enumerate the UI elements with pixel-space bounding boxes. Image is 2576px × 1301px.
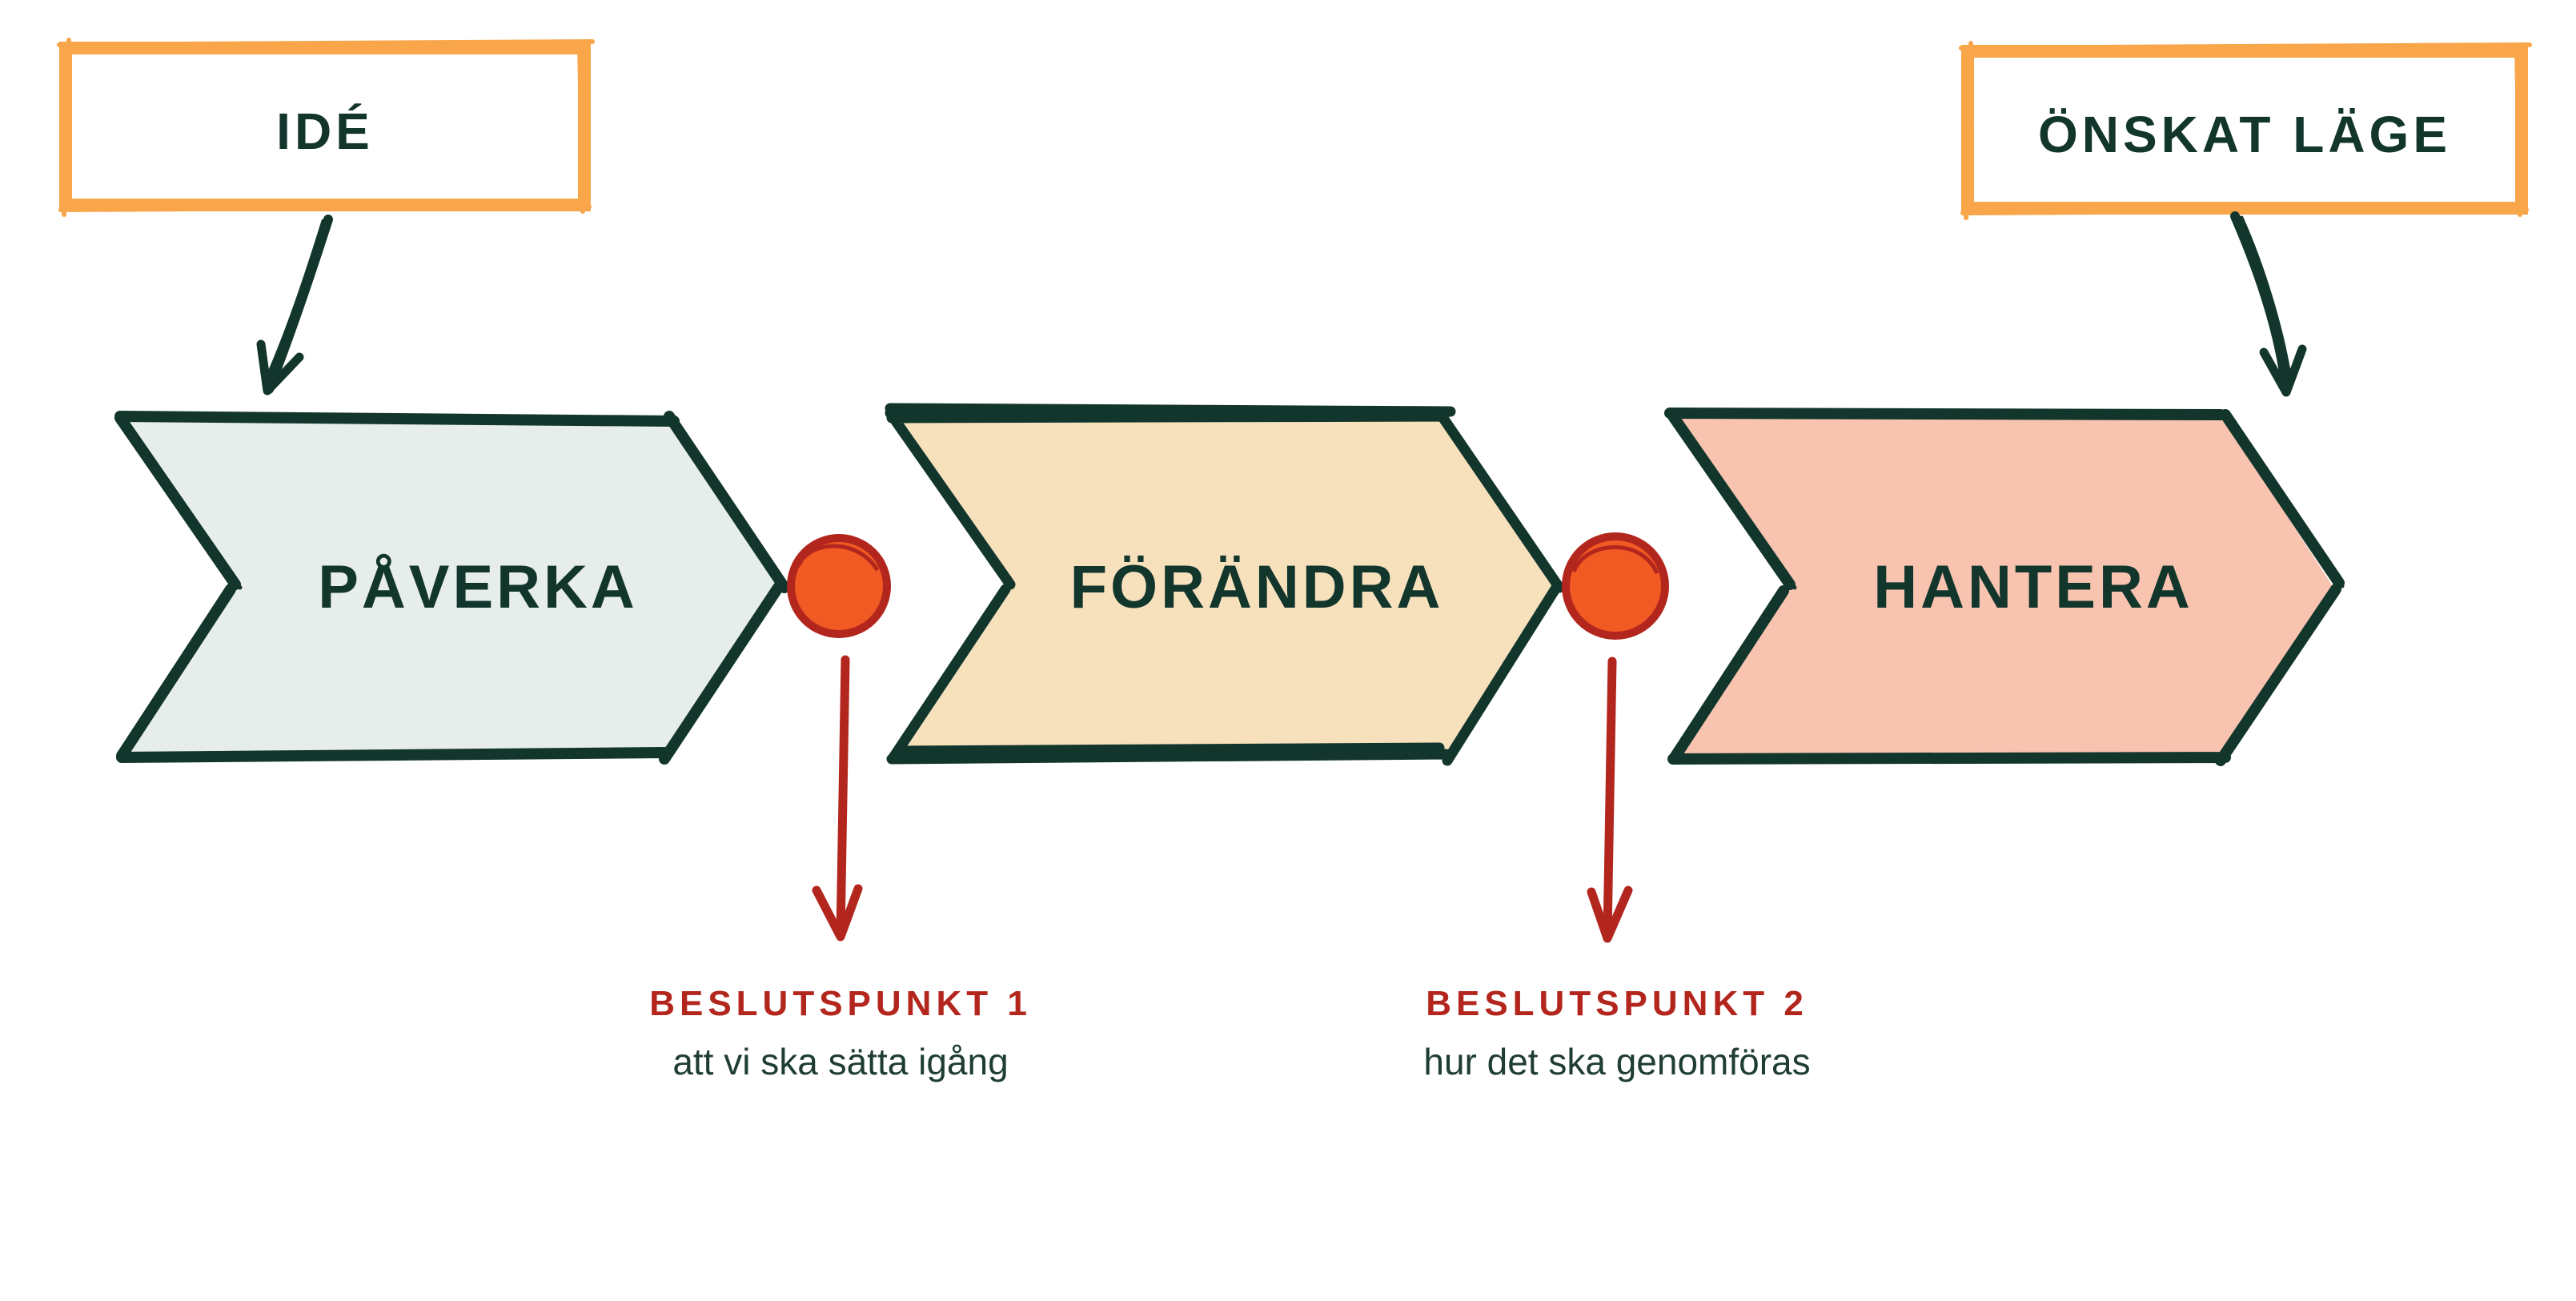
stage-chevron-hantera — [1664, 408, 2345, 766]
end-box-label: ÖNSKAT LÄGE — [2037, 106, 2452, 163]
decision-arrow-2 — [1587, 657, 1633, 943]
end-box — [1959, 41, 2532, 220]
stage-label-hantera: HANTERA — [1873, 553, 2193, 621]
decision-dot-2 — [1562, 532, 1669, 640]
decision-point-1-subtitle: att vi ska sätta igång — [672, 1041, 1009, 1082]
stage-label-forandra: FÖRÄNDRA — [1069, 553, 1444, 621]
decision-point-2-subtitle: hur det ska genomföras — [1423, 1041, 1811, 1082]
stage-chevron-paverka — [114, 411, 790, 765]
decision-point-1-title: BESLUTSPUNKT 1 — [649, 984, 1032, 1023]
decision-dot-1 — [787, 534, 891, 638]
start-box — [57, 38, 595, 217]
stage-chevron-forandra — [885, 403, 1565, 766]
decision-arrow-1 — [812, 655, 863, 942]
end-arrow — [2230, 211, 2307, 397]
start-box-label: IDÉ — [276, 102, 374, 160]
stage-label-paverka: PÅVERKA — [318, 553, 638, 621]
decision-point-2-title: BESLUTSPUNKT 2 — [1426, 984, 1808, 1023]
start-arrow — [256, 215, 333, 396]
